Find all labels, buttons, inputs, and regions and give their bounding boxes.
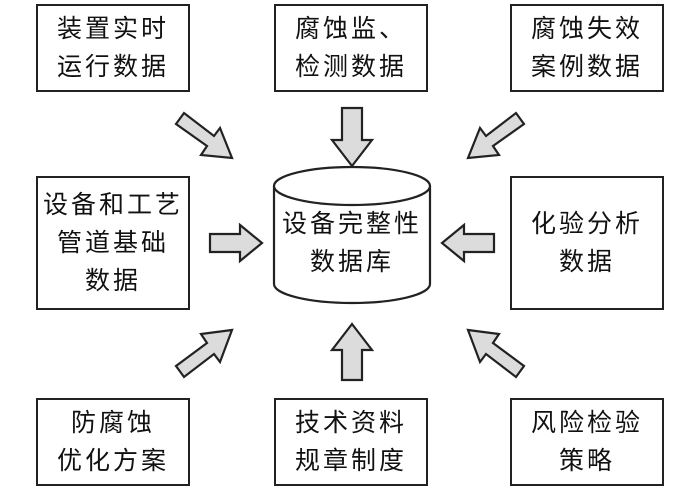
- box-label-line: 数据: [84, 266, 141, 295]
- box-label-line: 策略: [558, 446, 615, 475]
- box-label-line: 检测数据: [294, 52, 407, 81]
- box-label-line: 化验分析: [530, 209, 643, 238]
- arrow-top-left: [174, 111, 234, 160]
- box-label-line: 技术资料: [294, 408, 407, 437]
- arrow-bottom-center: [329, 322, 375, 382]
- box-equipment-piping-base-data: 设备和工艺 管道基础 数据: [36, 176, 190, 310]
- box-label-line: 装置实时: [56, 14, 169, 43]
- box-corrosion-monitoring-data: 腐蚀监、 检测数据: [274, 4, 428, 92]
- box-realtime-operation-data: 装置实时 运行数据: [36, 4, 190, 92]
- arrow-mid-right: [440, 222, 496, 264]
- box-label-line: 腐蚀监、: [294, 14, 407, 43]
- box-corrosion-failure-cases: 腐蚀失效 案例数据: [510, 4, 664, 92]
- box-anticorrosion-optimization: 防腐蚀 优化方案: [36, 398, 190, 486]
- box-label-line: 优化方案: [56, 446, 169, 475]
- arrow-bottom-right: [466, 328, 526, 379]
- arrow-top-center: [329, 106, 375, 168]
- box-risk-inspection-strategy: 风险检验 策略: [510, 398, 664, 486]
- box-label-line: 数据: [558, 247, 615, 276]
- arrow-top-right: [466, 111, 526, 160]
- box-technical-regulations: 技术资料 规章制度: [274, 398, 428, 486]
- box-label-line: 腐蚀失效: [530, 14, 643, 43]
- arrow-mid-left: [208, 222, 264, 264]
- database-label: 设备完整性 数据库: [272, 205, 432, 281]
- box-label-line: 规章制度: [294, 446, 407, 475]
- box-label-line: 案例数据: [530, 52, 643, 81]
- box-label-line: 设备和工艺: [42, 190, 183, 219]
- database-label-line2: 数据库: [309, 247, 394, 276]
- arrow-bottom-left: [174, 328, 234, 379]
- box-label-line: 风险检验: [530, 408, 643, 437]
- box-label-line: 运行数据: [56, 52, 169, 81]
- database-label-line1: 设备完整性: [281, 209, 422, 238]
- box-label-line: 管道基础: [56, 228, 169, 257]
- box-label-line: 防腐蚀: [70, 408, 155, 437]
- box-lab-analysis-data: 化验分析 数据: [510, 176, 664, 310]
